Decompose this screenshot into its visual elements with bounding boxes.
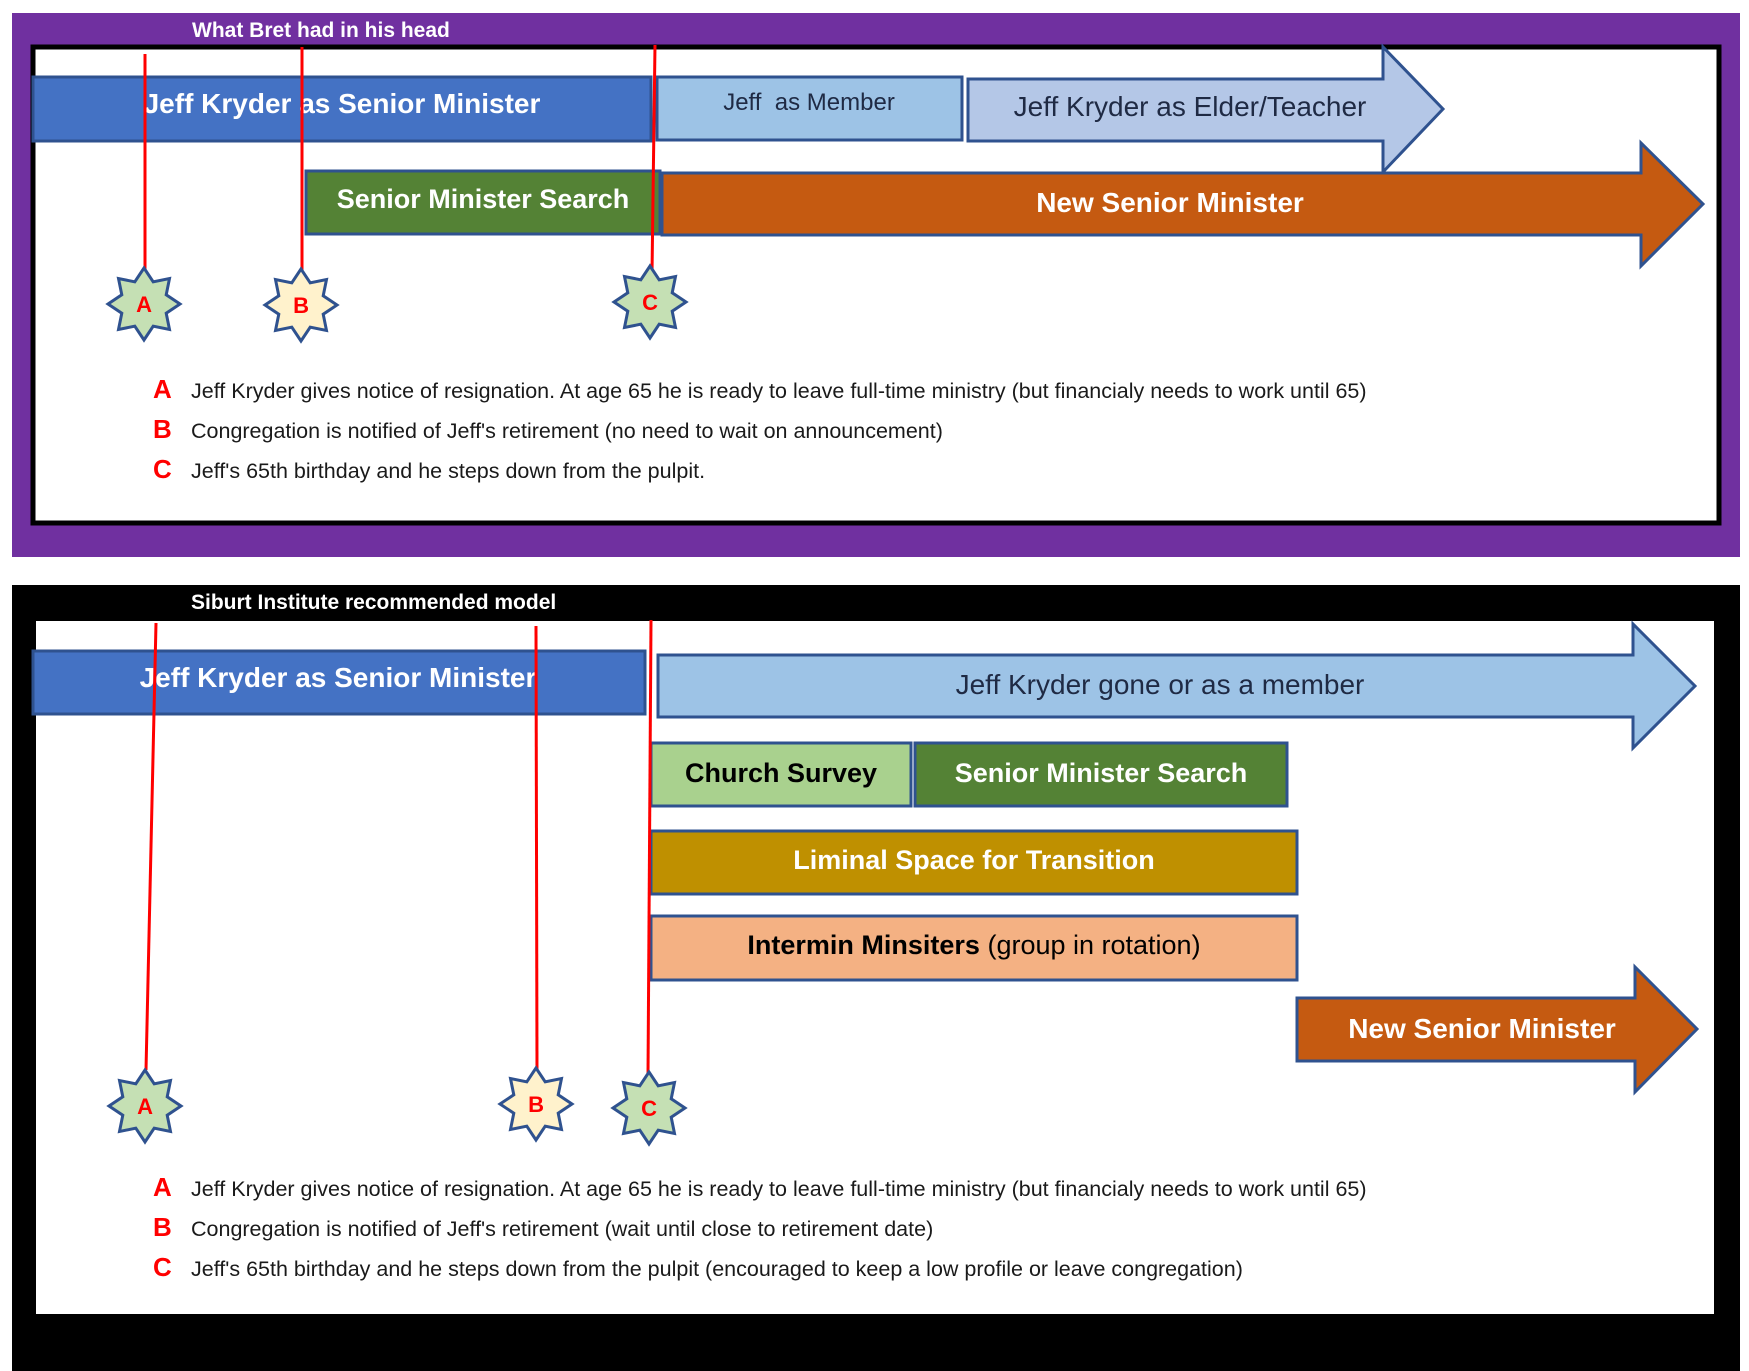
marker-c: C (612, 264, 688, 340)
marker-line-c (650, 44, 657, 275)
bar-jeff-senior-minister-label: Jeff Kryder as Senior Minister (144, 88, 541, 119)
legend-text-a: Jeff Kryder gives notice of resignation.… (191, 379, 1367, 403)
marker-b-label: B (528, 1092, 544, 1117)
bar-liminal-space (649, 829, 1299, 896)
marker-a-label: A (136, 292, 152, 317)
arrow-new-senior-minister-label: New Senior Minister (1036, 187, 1304, 218)
legend: A Jeff Kryder gives notice of resignatio… (153, 374, 1367, 484)
arrow-jeff-elder-teacher-label: Jeff Kryder as Elder/Teacher (1014, 91, 1367, 122)
bar-church-survey-label: Church Survey (685, 758, 877, 788)
bar-liminal-space-label: Liminal Space for Transition (793, 845, 1155, 875)
panel-siburt-model: Siburt Institute recommended model Jeff … (12, 585, 1740, 1371)
arrow-new-senior-minister (660, 139, 1706, 270)
marker-b-label: B (293, 293, 309, 318)
legend-text-b: Congregation is notified of Jeff's retir… (191, 1217, 933, 1241)
bar-jeff-as-member (655, 75, 964, 142)
bar-jeff-senior-minister (31, 75, 653, 143)
bar-intermin-ministers (649, 914, 1299, 982)
marker-b: B (263, 267, 339, 343)
legend-text-b: Congregation is notified of Jeff's retir… (191, 419, 943, 443)
bar-senior-minister-search-label: Senior Minister Search (337, 184, 630, 214)
legend: A Jeff Kryder gives notice of resignatio… (153, 1172, 1367, 1282)
marker-a: A (106, 266, 182, 342)
panel2-title: Siburt Institute recommended model (191, 591, 556, 614)
marker-c: C (611, 1070, 687, 1146)
intermin-bold-text: Intermin Minsiters (747, 930, 980, 960)
legend-letter-b: B (153, 1212, 172, 1242)
bar-senior-minister-search-label: Senior Minister Search (955, 758, 1248, 788)
marker-line-a (144, 622, 158, 1071)
marker-line-b (534, 625, 539, 1071)
marker-c-label: C (641, 1096, 657, 1121)
marker-a-label: A (137, 1094, 153, 1119)
bar-intermin-ministers-label: Intermin Minsiters (group in rotation) (747, 930, 1200, 960)
bar-senior-minister-search (913, 741, 1289, 808)
bar-jeff-as-member-label: Jeff as Member (723, 89, 895, 116)
panel1-title: What Bret had in his head (192, 19, 450, 42)
legend-text-c: Jeff's 65th birthday and he steps down f… (191, 1257, 1243, 1281)
panel-what-bret-had: What Bret had in his head Jeff Kryder as… (12, 13, 1740, 557)
bar-jeff-senior-minister-label: Jeff Kryder as Senior Minister (140, 662, 537, 693)
arrow-new-senior-minister (1295, 963, 1700, 1096)
arrow-jeff-gone-or-member (656, 620, 1698, 752)
marker-c-label: C (642, 290, 658, 315)
legend-letter-c: C (153, 454, 172, 484)
marker-a: A (107, 1068, 183, 1144)
arrow-new-senior-minister-label: New Senior Minister (1348, 1013, 1616, 1044)
legend-text-a: Jeff Kryder gives notice of resignation.… (191, 1177, 1367, 1201)
legend-letter-b: B (153, 414, 172, 444)
marker-b: B (498, 1066, 574, 1142)
legend-letter-a: A (153, 374, 172, 404)
intermin-rest-text: (group in rotation) (980, 930, 1201, 960)
bar-senior-minister-search (304, 169, 662, 236)
legend-text-c: Jeff's 65th birthday and he steps down f… (191, 459, 705, 483)
arrow-jeff-elder-teacher (966, 43, 1446, 176)
legend-letter-a: A (153, 1172, 172, 1202)
bar-jeff-senior-minister (31, 649, 647, 716)
legend-letter-c: C (153, 1252, 172, 1282)
marker-line-c (646, 619, 653, 1076)
arrow-jeff-gone-or-member-label: Jeff Kryder gone or as a member (956, 669, 1365, 700)
